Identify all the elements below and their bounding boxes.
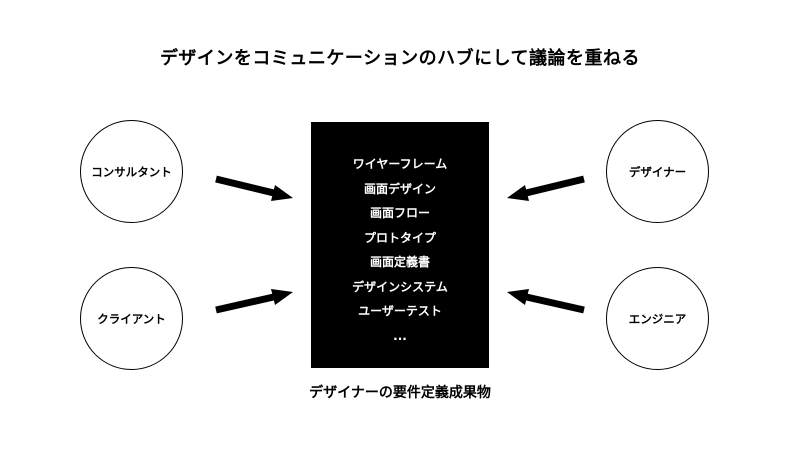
deliverables-list: ワイヤーフレーム 画面デザイン 画面フロー プロトタイプ 画面定義書 デザインシ… (311, 152, 489, 348)
role-circle-consultant: コンサルタント (80, 120, 183, 223)
list-item: 画面定義書 (369, 255, 430, 269)
arrow-right-icon (215, 175, 293, 201)
role-label-client: クライアント (97, 311, 166, 326)
arrow-right-icon (215, 289, 293, 314)
list-item: ... (393, 328, 407, 343)
deliverables-caption: デザイナーの要件定義成果物 (309, 385, 491, 401)
arrow-left-icon (507, 175, 585, 201)
role-circle-designer: デザイナー (606, 120, 709, 223)
list-item: ワイヤーフレーム (352, 157, 448, 171)
role-circle-engineer: エンジニア (606, 267, 709, 370)
role-label-consultant: コンサルタント (91, 164, 172, 179)
list-item: 画面デザイン (363, 181, 436, 196)
role-label-engineer: エンジニア (628, 311, 687, 326)
list-item: プロトタイプ (363, 230, 436, 245)
list-item: 画面フロー (369, 206, 430, 220)
deliverables-box: ワイヤーフレーム 画面デザイン 画面フロー プロトタイプ 画面定義書 デザインシ… (311, 122, 489, 368)
arrow-left-icon (507, 289, 585, 314)
role-label-designer: デザイナー (628, 164, 687, 179)
list-item: デザインシステム (352, 279, 448, 294)
page-title: デザインをコミュニケーションのハブにして議論を重ねる (159, 48, 641, 69)
role-circle-client: クライアント (80, 267, 183, 370)
list-item: ユーザーテスト (358, 304, 442, 318)
